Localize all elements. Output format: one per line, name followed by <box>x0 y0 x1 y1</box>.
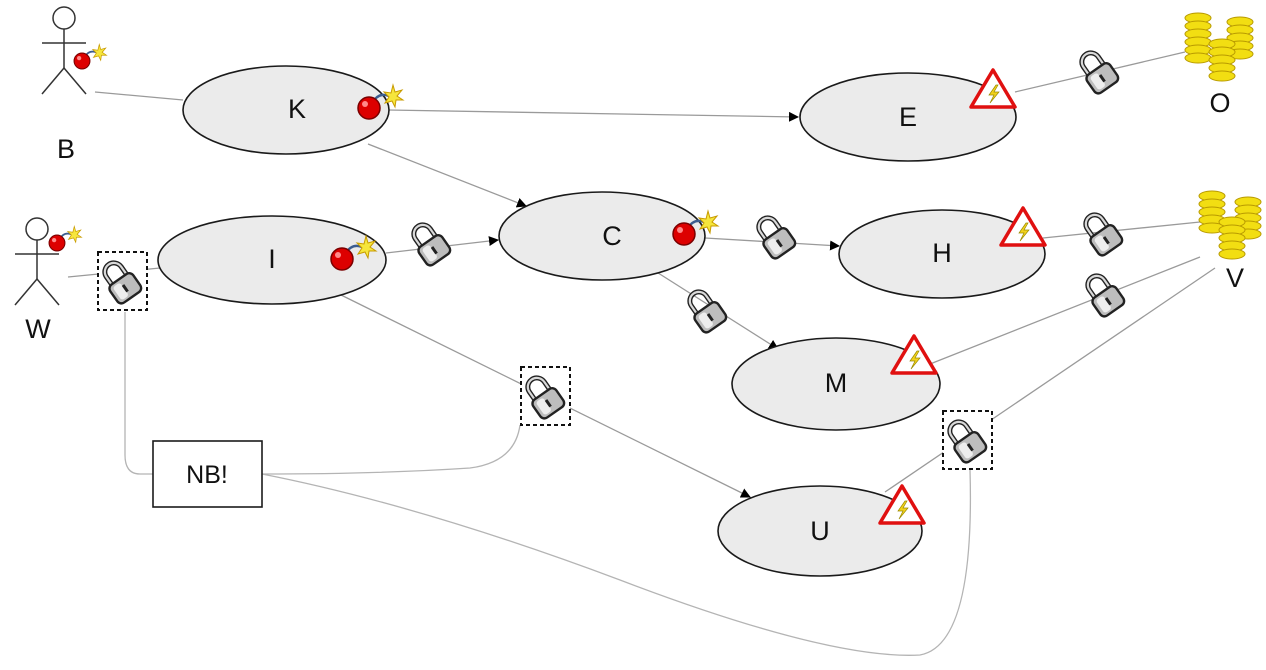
framed-padlock-w[interactable] <box>97 251 148 311</box>
note-box[interactable]: NB! <box>152 440 263 508</box>
edge-nb-wlock <box>124 312 155 475</box>
node-e[interactable]: E <box>799 72 1017 162</box>
actor-b-label: B <box>57 134 75 164</box>
edge-h-v <box>1042 221 1201 239</box>
edge-b-k <box>94 91 184 101</box>
node-c[interactable]: C <box>498 191 706 281</box>
node-u-label: U <box>810 516 830 546</box>
framed-padlock-u-v[interactable] <box>942 410 993 470</box>
edge-u-v <box>884 267 1216 493</box>
node-u[interactable]: U <box>717 485 923 577</box>
stick-figure-icon <box>14 217 60 306</box>
edges <box>67 51 1216 656</box>
padlock-icon <box>1080 269 1126 318</box>
edge-nb-ilock <box>261 424 521 475</box>
bomb-icon <box>73 43 108 70</box>
padlock-icon <box>406 218 452 267</box>
padlock-icon <box>751 211 797 260</box>
target-o[interactable]: O <box>1184 12 1254 118</box>
stick-figure-icon <box>41 6 87 95</box>
framed-padlock-i-u[interactable] <box>520 366 571 426</box>
node-m-label: M <box>825 368 848 398</box>
node-h-label: H <box>932 238 952 268</box>
note-label: NB! <box>186 461 228 489</box>
node-i[interactable]: I <box>157 215 387 305</box>
gold-coins-icon <box>1198 190 1262 260</box>
gold-coins-icon <box>1184 12 1254 82</box>
bomb-icon <box>48 225 83 252</box>
target-v[interactable]: V <box>1198 190 1262 293</box>
node-h[interactable]: H <box>838 209 1046 299</box>
actor-w[interactable]: W <box>14 217 83 344</box>
edge-k-e <box>387 109 799 122</box>
actor-b[interactable]: B <box>41 6 108 164</box>
target-v-label: V <box>1226 263 1244 293</box>
target-o-label: O <box>1209 88 1230 118</box>
padlock-icon <box>1074 46 1120 95</box>
edge-nb-ulock <box>261 469 972 656</box>
node-m[interactable]: M <box>731 337 941 431</box>
edge-k-c <box>367 143 527 208</box>
node-e-label: E <box>899 102 917 132</box>
node-k[interactable]: K <box>182 65 390 155</box>
node-i-label: I <box>268 244 276 274</box>
node-c-label: C <box>602 221 622 251</box>
padlock-icon <box>1078 208 1124 257</box>
actor-w-label: W <box>25 314 51 344</box>
node-k-label: K <box>288 94 306 124</box>
edge-m-v <box>924 256 1201 367</box>
